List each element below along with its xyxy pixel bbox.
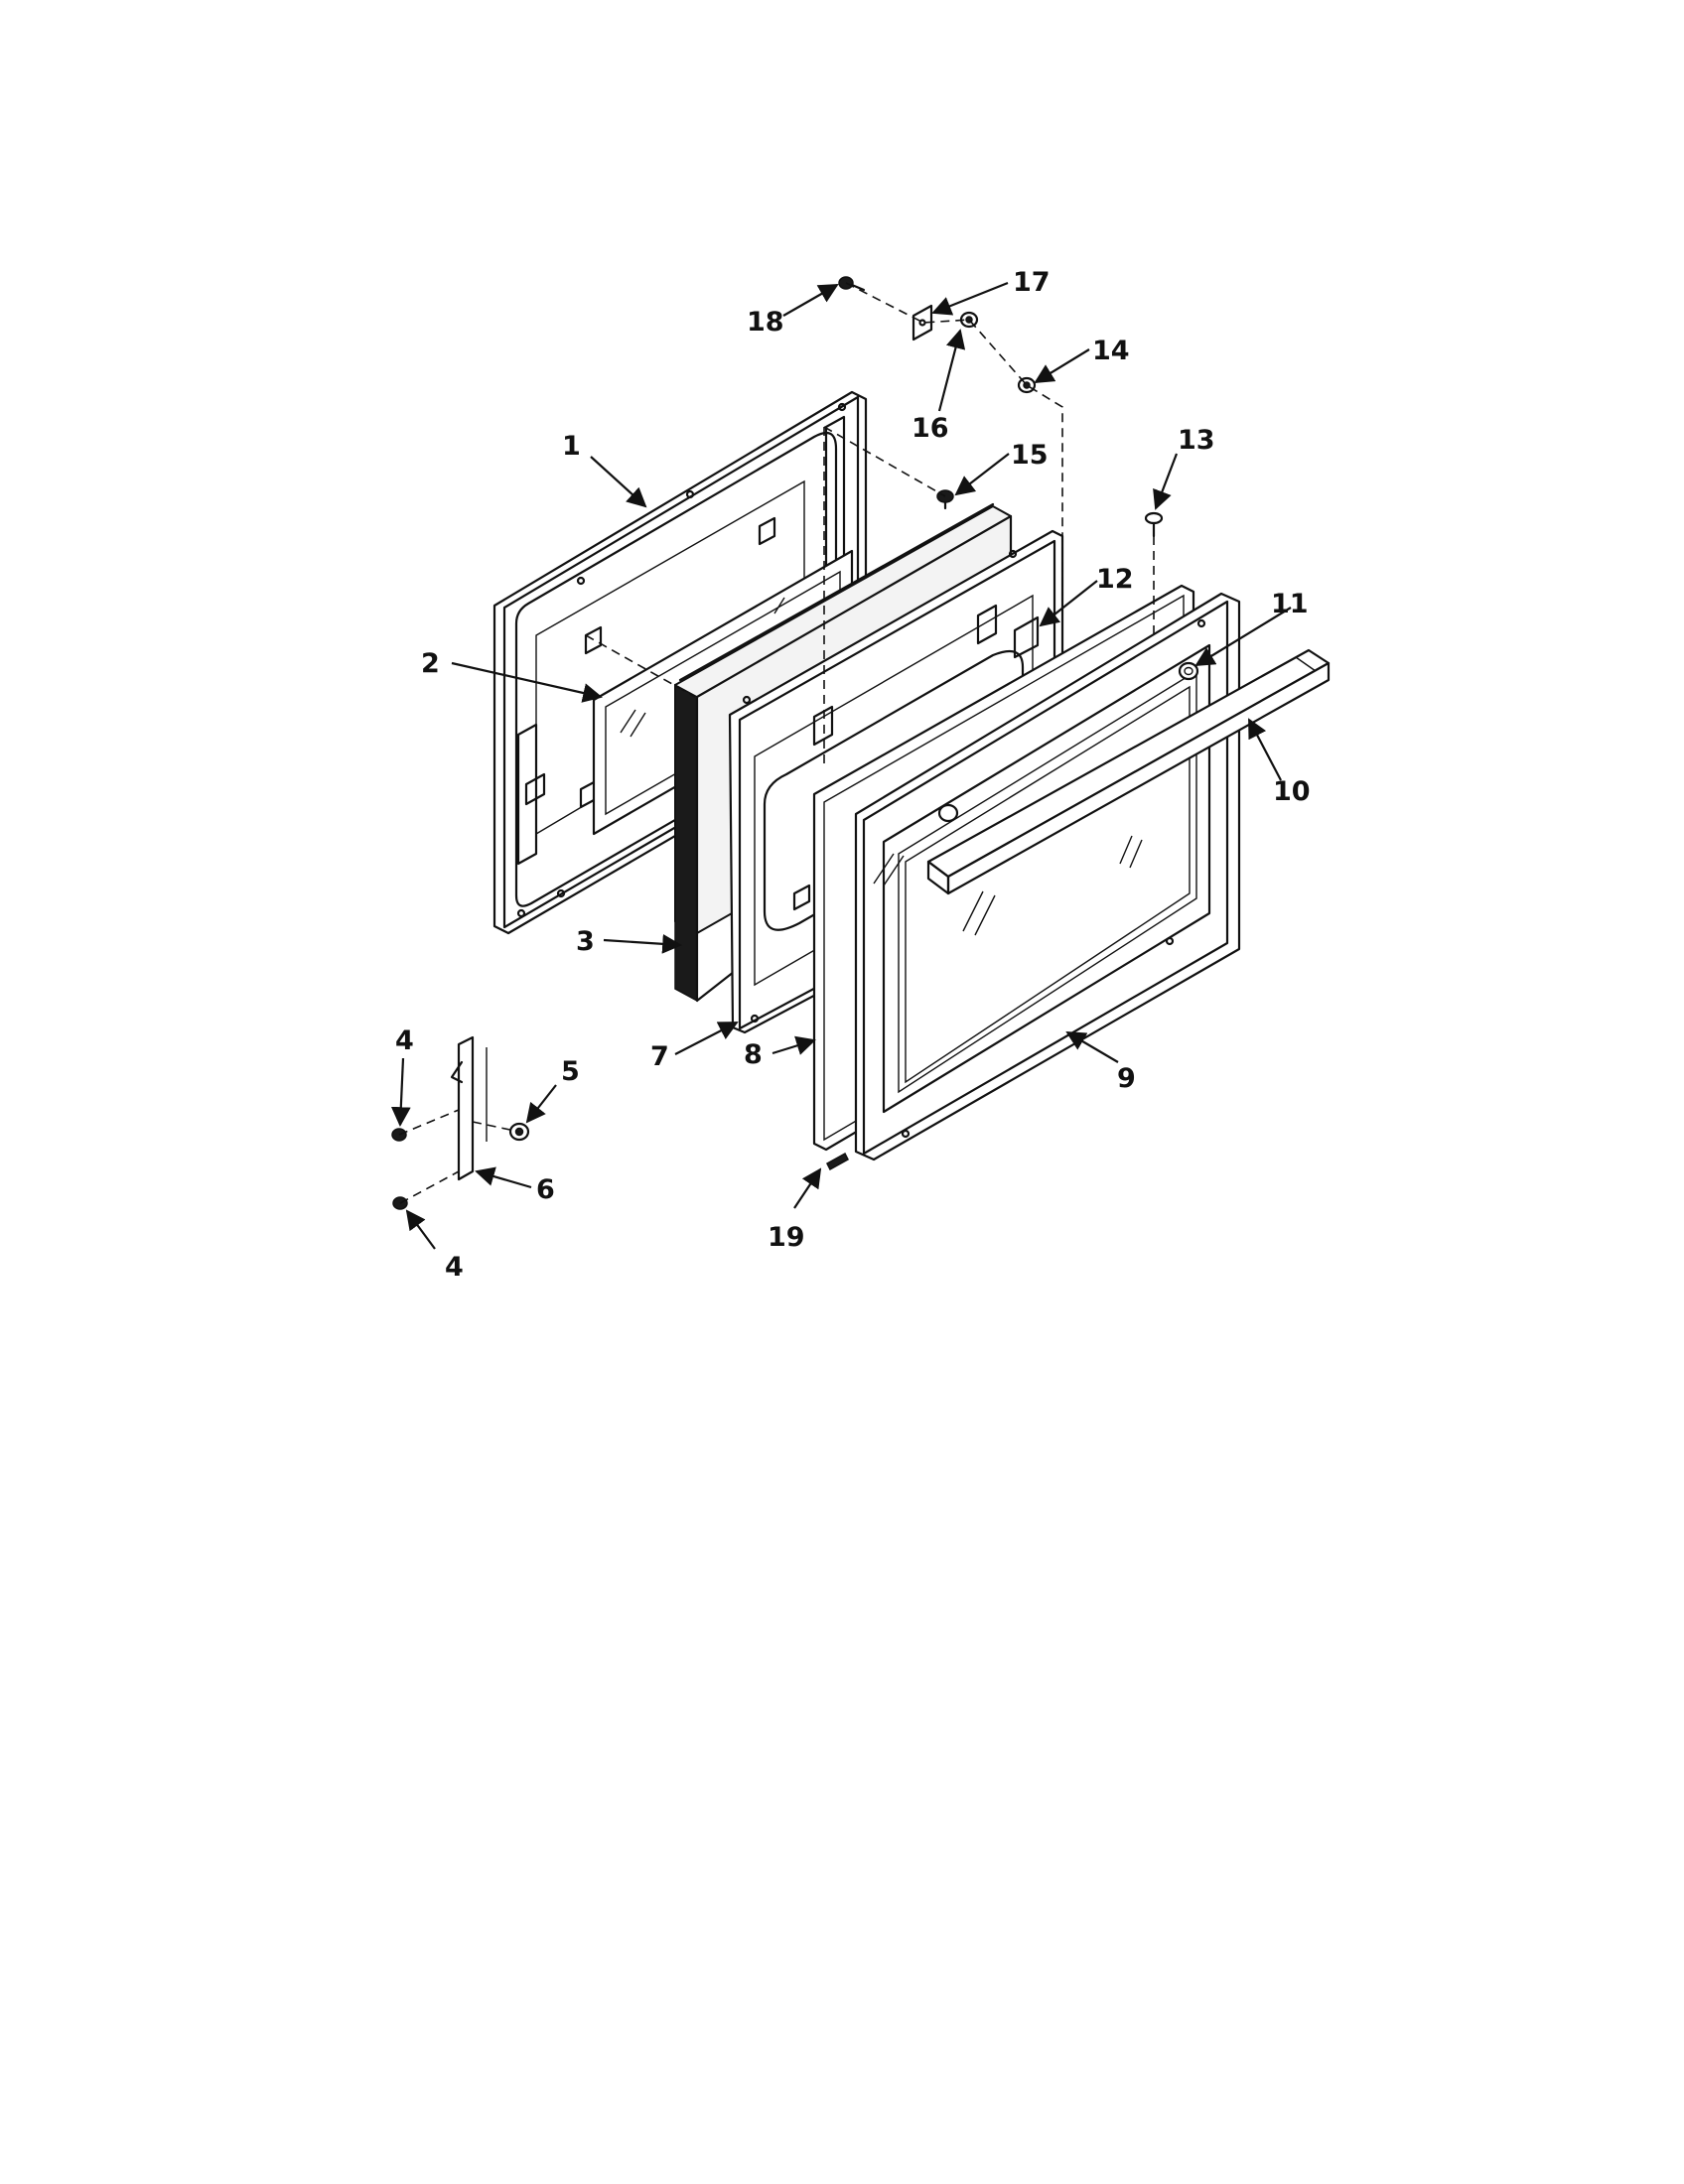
callout-6: 6 xyxy=(536,1174,555,1205)
callout-19: 19 xyxy=(768,1222,805,1253)
hardware-17-bracket xyxy=(912,304,933,341)
callout-4-lower: 4 xyxy=(445,1252,464,1283)
hardware-15-screw xyxy=(936,489,954,510)
callout-5: 5 xyxy=(561,1056,580,1087)
hardware-13-screw xyxy=(1144,511,1164,538)
callout-4-upper: 4 xyxy=(395,1025,414,1056)
callout-10: 10 xyxy=(1273,776,1311,807)
handle-spacer-11 xyxy=(1178,661,1199,681)
hardware-6-hinge-plate xyxy=(450,1035,488,1181)
callout-13: 13 xyxy=(1178,425,1215,456)
callout-7: 7 xyxy=(650,1041,669,1072)
callout-15: 15 xyxy=(1011,440,1049,471)
outer-door-frame xyxy=(854,592,1241,1161)
callout-16: 16 xyxy=(912,413,949,444)
door-handle xyxy=(926,648,1331,895)
hardware-18-screw xyxy=(838,276,866,292)
callout-14: 14 xyxy=(1092,336,1130,366)
callout-12: 12 xyxy=(1096,564,1134,595)
hardware-14-washer xyxy=(1017,376,1037,394)
hardware-19-clip xyxy=(826,1152,849,1171)
callout-11: 11 xyxy=(1271,589,1309,619)
handle-spacer-lower xyxy=(937,803,959,823)
callout-leaders xyxy=(390,281,1292,1250)
callout-1: 1 xyxy=(562,431,581,462)
callout-3: 3 xyxy=(576,926,595,957)
callout-8: 8 xyxy=(744,1039,763,1070)
callout-18: 18 xyxy=(747,307,784,338)
callout-17: 17 xyxy=(1013,267,1051,298)
hinge-bracket xyxy=(1013,615,1040,659)
assembly-lines xyxy=(398,282,1155,1204)
callout-9: 9 xyxy=(1117,1063,1136,1094)
callout-labels: 1 2 3 4 4 5 6 7 8 9 10 11 12 13 14 15 16… xyxy=(395,267,1311,1283)
callout-2: 2 xyxy=(421,648,440,679)
